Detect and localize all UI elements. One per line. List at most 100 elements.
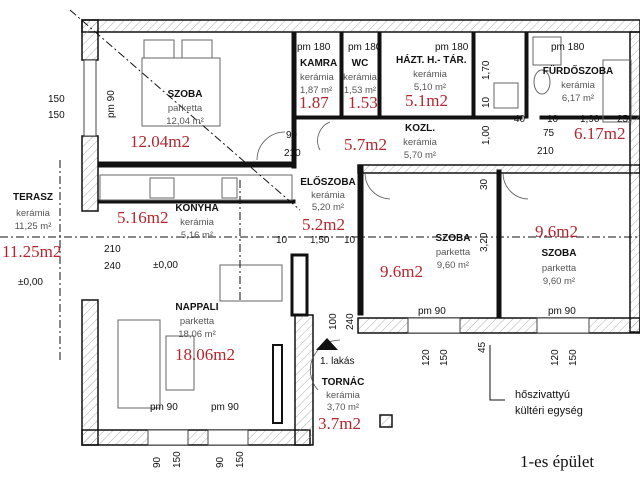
svg-text:ELŐSZOBA: ELŐSZOBA (300, 175, 356, 188)
svg-text:40: 40 (514, 114, 526, 125)
svg-text:TORNÁC: TORNÁC (322, 375, 365, 388)
svg-text:1,70: 1,70 (481, 60, 492, 80)
entrance-arrow (316, 338, 338, 350)
room-nappali: NAPPALI parketta 18,06 m² 18.06m2 (175, 302, 235, 364)
svg-text:25: 25 (617, 114, 629, 125)
svg-text:75: 75 (543, 128, 555, 139)
svg-text:parketta: parketta (542, 263, 577, 274)
svg-text:KONYHA: KONYHA (175, 203, 218, 214)
svg-text:NAPPALI: NAPPALI (175, 302, 218, 313)
svg-text:1,53 m²: 1,53 m² (344, 85, 376, 96)
stove (149, 177, 175, 199)
dimensions: 150 150 pm 90 pm 180 pm 180 pm 180 pm 18… (18, 42, 629, 468)
svg-text:parketta: parketta (436, 247, 471, 258)
room-terasz: TERASZ kerámia 11,25 m² 11.25m2 (2, 192, 61, 261)
svg-text:pm 90: pm 90 (418, 306, 446, 317)
svg-text:1,87 m²: 1,87 m² (300, 85, 332, 96)
svg-text:±0,00: ±0,00 (153, 260, 178, 271)
svg-text:parketta: parketta (180, 316, 215, 327)
svg-text:210: 210 (537, 146, 554, 157)
svg-text:kerámia: kerámia (343, 72, 378, 83)
svg-text:SZOBA: SZOBA (168, 89, 203, 100)
svg-text:pm 90: pm 90 (106, 90, 117, 118)
dining-table (219, 264, 283, 302)
svg-text:12,04 m²: 12,04 m² (166, 116, 204, 127)
doors (256, 121, 529, 391)
heat-pump-note: hőszivattyú (515, 389, 570, 401)
svg-text:kerámia: kerámia (311, 190, 346, 201)
svg-text:pm 180: pm 180 (348, 42, 382, 53)
svg-text:HÁZT. H.- TÁR.: HÁZT. H.- TÁR. (396, 53, 467, 66)
svg-text:FÜRDŐSZOBA: FÜRDŐSZOBA (543, 64, 614, 77)
svg-text:TERASZ: TERASZ (13, 192, 53, 203)
svg-text:120: 120 (550, 349, 561, 366)
svg-text:210: 210 (284, 148, 301, 159)
svg-text:210: 210 (104, 244, 121, 255)
svg-text:9,60 m²: 9,60 m² (543, 276, 575, 287)
svg-text:kerámia: kerámia (300, 72, 335, 83)
svg-text:18.06m2: 18.06m2 (175, 345, 235, 364)
svg-text:11,25 m²: 11,25 m² (15, 221, 52, 232)
svg-text:5.16m2: 5.16m2 (117, 208, 168, 227)
svg-text:1.53: 1.53 (348, 93, 378, 112)
walls (81, 19, 640, 446)
svg-text:12.04m2: 12.04m2 (130, 132, 190, 151)
svg-text:pm 180: pm 180 (435, 42, 469, 53)
svg-text:9,60 m²: 9,60 m² (437, 260, 469, 271)
svg-text:5,16 m²: 5,16 m² (181, 230, 213, 241)
svg-text:5.7m2: 5.7m2 (344, 135, 387, 154)
svg-text:45: 45 (477, 341, 488, 353)
svg-text:pm 180: pm 180 (297, 42, 331, 53)
svg-text:3,20: 3,20 (479, 232, 490, 252)
svg-text:11.25m2: 11.25m2 (2, 242, 61, 261)
svg-text:150: 150 (172, 451, 183, 468)
room-szoba-1: SZOBA parketta 12,04 m² 12.04m2 (130, 89, 204, 151)
svg-text:240: 240 (104, 261, 121, 272)
svg-text:120: 120 (421, 349, 432, 366)
axis-lines (0, 9, 640, 360)
svg-text:18,06 m²: 18,06 m² (178, 329, 216, 340)
windows (83, 59, 590, 446)
svg-text:150: 150 (48, 94, 65, 105)
svg-text:5.2m2: 5.2m2 (302, 215, 345, 234)
svg-text:100: 100 (328, 313, 339, 330)
svg-text:kerámia: kerámia (413, 69, 448, 80)
svg-text:3,70 m²: 3,70 m² (327, 402, 359, 413)
svg-text:5.1m2: 5.1m2 (405, 91, 448, 110)
svg-text:kerámia: kerámia (16, 208, 51, 219)
svg-text:1,50: 1,50 (310, 235, 330, 246)
svg-text:9.6m2: 9.6m2 (535, 222, 578, 241)
svg-text:SZOBA: SZOBA (436, 233, 471, 244)
furniture (99, 36, 632, 424)
kitchen-counter (99, 174, 293, 201)
svg-text:kerámia: kerámia (561, 80, 596, 91)
entrance-label: 1. lakás (320, 356, 354, 367)
svg-text:150: 150 (48, 110, 65, 121)
svg-text:5,70 m²: 5,70 m² (404, 150, 436, 161)
svg-text:150: 150 (568, 349, 579, 366)
bed (141, 57, 221, 127)
svg-text:90: 90 (286, 130, 298, 141)
svg-text:10: 10 (344, 235, 356, 246)
heat-pump-note-2: kültéri egység (515, 405, 583, 417)
room-szoba-3: SZOBA parketta 9,60 m² 9.6m2 (535, 222, 578, 287)
svg-text:parketta: parketta (168, 103, 203, 114)
shower (532, 36, 562, 66)
svg-text:150: 150 (439, 349, 450, 366)
svg-text:30: 30 (479, 178, 490, 190)
svg-text:pm 90: pm 90 (211, 402, 239, 413)
svg-text:150: 150 (235, 451, 246, 468)
svg-text:90: 90 (215, 456, 226, 468)
svg-text:KOZL.: KOZL. (405, 123, 435, 134)
svg-text:KAMRA: KAMRA (300, 58, 337, 69)
svg-text:SZOBA: SZOBA (542, 248, 577, 259)
svg-text:kerámia: kerámia (326, 390, 361, 401)
